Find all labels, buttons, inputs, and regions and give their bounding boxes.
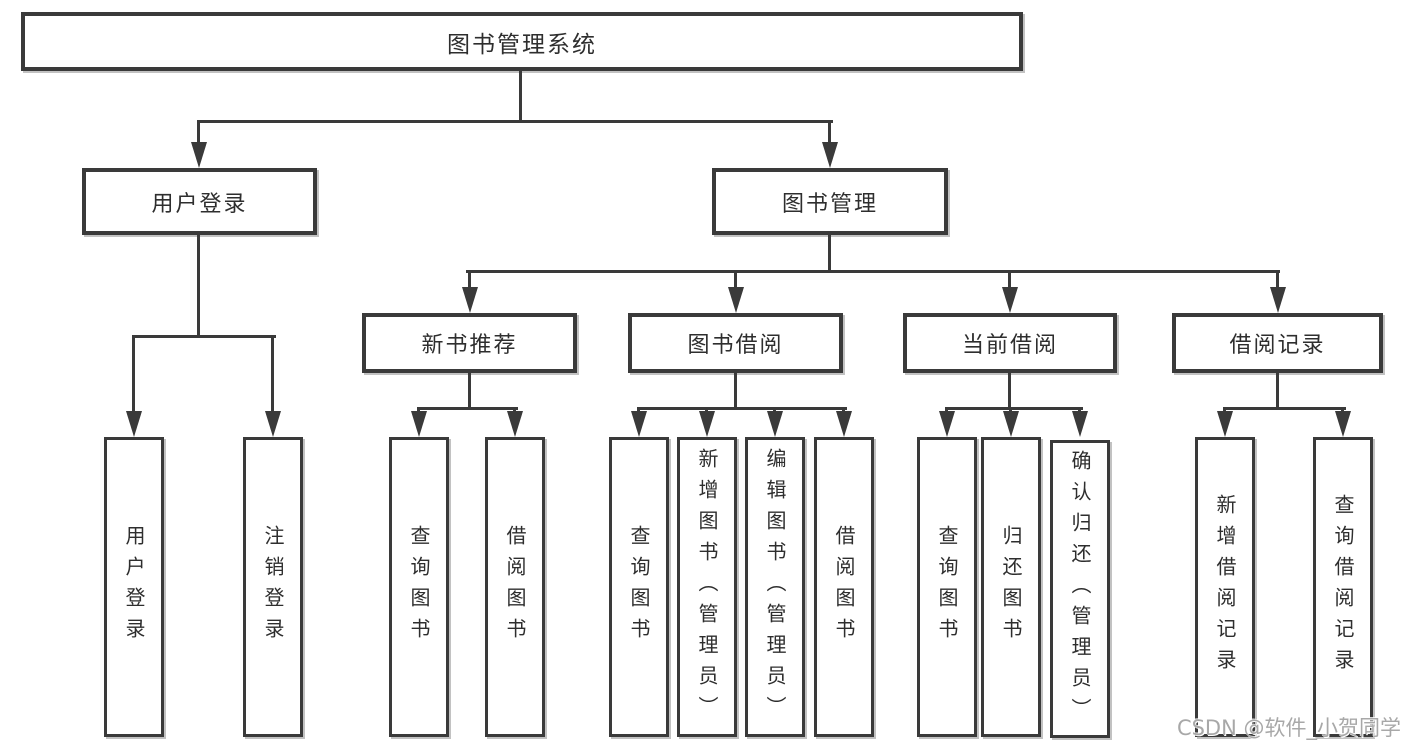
arrowhead-down-icon bbox=[411, 411, 427, 437]
connector-drop bbox=[468, 270, 471, 290]
connector-stub bbox=[1008, 371, 1011, 410]
arrowhead-down-icon bbox=[1072, 411, 1088, 437]
connector-drop bbox=[1276, 270, 1279, 290]
connector-drop bbox=[197, 120, 200, 146]
arrowhead-down-icon bbox=[631, 411, 647, 437]
arrowhead-down-icon bbox=[699, 411, 715, 437]
node-user-login: 用户登录 bbox=[82, 168, 317, 235]
node-label: 查询图书 bbox=[935, 525, 959, 649]
node-label: 归还图书 bbox=[999, 525, 1023, 649]
leaf-user-login: 用户登录 bbox=[104, 437, 164, 737]
node-label: 查询图书 bbox=[627, 525, 651, 649]
node-book-borrowing: 图书借阅 bbox=[628, 313, 843, 373]
leaf-add-borrow-record: 新增借阅记录 bbox=[1195, 437, 1255, 737]
connector-group2-rail bbox=[417, 407, 518, 410]
connector-group3-rail bbox=[637, 407, 847, 410]
leaf-logout: 注销登录 bbox=[243, 437, 303, 737]
connector-level3-rail bbox=[466, 270, 1280, 273]
arrowhead-down-icon bbox=[507, 411, 523, 437]
arrowhead-down-icon bbox=[836, 411, 852, 437]
arrowhead-down-icon bbox=[1002, 287, 1018, 313]
node-label: 用户登录 bbox=[151, 191, 248, 217]
node-label: 新增借阅记录 bbox=[1213, 494, 1237, 680]
connector-drop bbox=[271, 335, 274, 415]
connector-group5-rail bbox=[1223, 407, 1346, 410]
node-label: 注销登录 bbox=[261, 525, 285, 649]
node-label: 借阅记录 bbox=[1229, 333, 1326, 358]
connector-stub bbox=[734, 371, 737, 410]
arrowhead-down-icon bbox=[191, 142, 207, 168]
leaf-return-book: 归还图书 bbox=[981, 437, 1041, 737]
arrowhead-down-icon bbox=[822, 142, 838, 168]
node-label: 新增图书（管理员） bbox=[695, 447, 719, 727]
leaf-query-books-borrowing: 查询图书 bbox=[609, 437, 669, 737]
leaf-query-borrow-record: 查询借阅记录 bbox=[1313, 437, 1373, 737]
leaf-query-books-current: 查询图书 bbox=[917, 437, 977, 737]
node-label: 编辑图书（管理员） bbox=[763, 447, 787, 727]
node-label: 用户登录 bbox=[122, 525, 146, 649]
arrowhead-down-icon bbox=[462, 287, 478, 313]
arrowhead-down-icon bbox=[1003, 411, 1019, 437]
arrowhead-down-icon bbox=[126, 411, 142, 437]
node-label: 图书管理 bbox=[781, 191, 878, 217]
connector-drop bbox=[132, 335, 135, 415]
connector-drop bbox=[1008, 270, 1011, 290]
leaf-edit-book-admin: 编辑图书（管理员） bbox=[745, 437, 805, 737]
node-label: 查询图书 bbox=[407, 525, 431, 649]
connector-book-mgmt-stub bbox=[828, 233, 831, 273]
node-book-management: 图书管理 bbox=[712, 168, 948, 235]
arrowhead-down-icon bbox=[1270, 287, 1286, 313]
connector-stub bbox=[468, 371, 471, 410]
leaf-confirm-return-admin: 确认归还（管理员） bbox=[1050, 440, 1110, 738]
node-label: 确认归还（管理员） bbox=[1068, 449, 1092, 729]
arrowhead-down-icon bbox=[939, 411, 955, 437]
node-label: 借阅图书 bbox=[832, 525, 856, 649]
connector-group1-rail bbox=[132, 335, 276, 338]
node-label: 借阅图书 bbox=[503, 525, 527, 649]
connector-drop bbox=[828, 120, 831, 146]
node-label: 查询借阅记录 bbox=[1331, 494, 1355, 680]
node-library-management-system: 图书管理系统 bbox=[21, 12, 1023, 71]
node-borrowing-records: 借阅记录 bbox=[1172, 313, 1383, 373]
node-label: 图书管理系统 bbox=[447, 31, 597, 58]
node-new-book-recommendation: 新书推荐 bbox=[362, 313, 577, 373]
leaf-add-book-admin: 新增图书（管理员） bbox=[677, 437, 737, 737]
arrowhead-down-icon bbox=[728, 287, 744, 313]
arrowhead-down-icon bbox=[265, 411, 281, 437]
arrowhead-down-icon bbox=[767, 411, 783, 437]
leaf-query-books-recommend: 查询图书 bbox=[389, 437, 449, 737]
node-current-borrowing: 当前借阅 bbox=[903, 313, 1117, 373]
connector-user-login-stub bbox=[197, 233, 200, 338]
node-label: 当前借阅 bbox=[961, 333, 1058, 358]
node-label: 新书推荐 bbox=[421, 333, 518, 358]
connector-stub bbox=[1276, 371, 1279, 410]
connector-group4-rail bbox=[945, 407, 1083, 410]
leaf-borrow-books: 借阅图书 bbox=[814, 437, 874, 737]
connector-level2-rail bbox=[197, 120, 833, 123]
node-label: 图书借阅 bbox=[687, 333, 784, 358]
arrowhead-down-icon bbox=[1217, 411, 1233, 437]
connector-drop bbox=[734, 270, 737, 290]
leaf-borrow-books-recommend: 借阅图书 bbox=[485, 437, 545, 737]
arrowhead-down-icon bbox=[1335, 411, 1351, 437]
connector-root-stub bbox=[519, 69, 522, 123]
csdn-watermark: CSDN @软件_小贺同学 bbox=[1176, 716, 1401, 740]
